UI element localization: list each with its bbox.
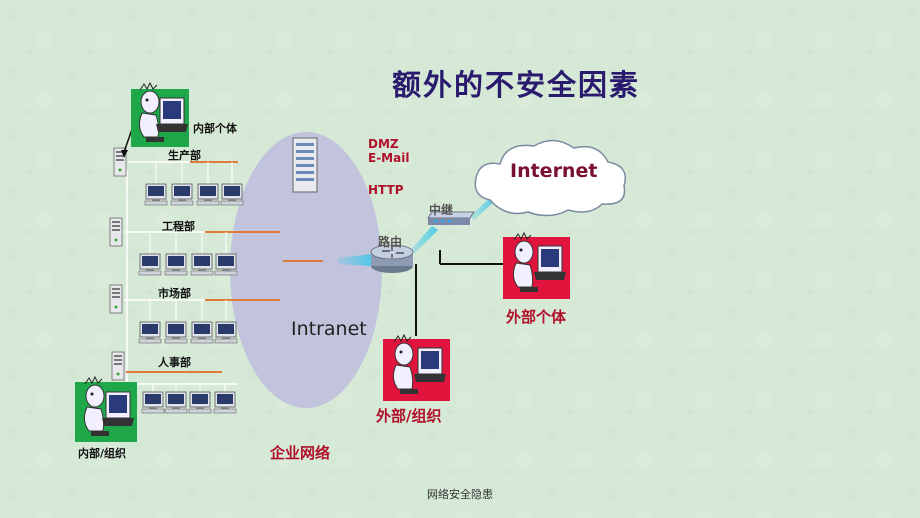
label-external-individual: 外部个体 <box>506 308 567 326</box>
label-hr-dept: 人事部 <box>158 356 191 369</box>
label-market-dept: 市场部 <box>158 287 191 300</box>
page-title: 额外的不安全因素 <box>392 68 641 102</box>
external-org-icon <box>383 334 450 401</box>
label-production-dept: 生产部 <box>168 149 201 162</box>
label-external-org: 外部/组织 <box>376 407 442 425</box>
label-enterprise-network: 企业网络 <box>270 444 331 462</box>
label-email: E-Mail <box>368 151 410 165</box>
router-icon <box>370 244 414 273</box>
external-individual-icon <box>503 232 570 299</box>
label-intranet: Intranet <box>291 318 367 340</box>
label-http: HTTP <box>368 183 404 197</box>
internal-org-icon <box>75 376 137 442</box>
dept-hr <box>111 351 238 414</box>
label-engineering-dept: 工程部 <box>162 220 195 233</box>
internal-individual-icon <box>131 82 189 147</box>
cloud-icon <box>474 139 626 217</box>
label-relay: 中继 <box>429 203 454 217</box>
dept-production <box>113 147 244 206</box>
label-internal-org: 内部/组织 <box>78 447 127 460</box>
dept-engineering <box>109 217 280 276</box>
footer-text: 网络安全隐患 <box>427 488 493 501</box>
label-internal-individual: 内部个体 <box>193 122 237 135</box>
label-dmz: DMZ <box>368 137 399 151</box>
dept-market <box>109 284 280 344</box>
intranet-ellipse <box>230 132 382 408</box>
label-router: 路由 <box>378 235 403 249</box>
label-internet: Internet <box>510 160 598 182</box>
dmz-server-icon <box>292 137 318 193</box>
hub-icon <box>427 211 475 225</box>
